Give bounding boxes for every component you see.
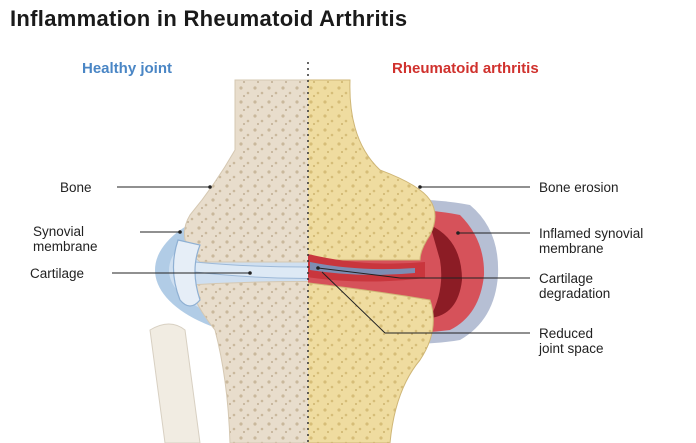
leader-bone-erosion-dot [418, 185, 422, 189]
label-reduced-1: Reduced [539, 326, 593, 341]
label-inflamed-2: membrane [539, 241, 604, 256]
leader-cartilage-dot [248, 271, 252, 275]
tibia-ra [300, 282, 433, 443]
leader-synovial-dot [178, 230, 182, 234]
label-cartilage: Cartilage [30, 266, 84, 281]
label-cartilage-deg-2: degradation [539, 286, 610, 301]
leader-cartilage-deg-dot [316, 266, 320, 270]
label-synovial-1: Synovial [33, 224, 84, 239]
leader-bone-dot [208, 185, 212, 189]
label-bone-erosion: Bone erosion [539, 180, 619, 195]
label-bone: Bone [60, 180, 92, 195]
ra-half [300, 80, 498, 443]
label-inflamed-1: Inflamed synovial [539, 226, 643, 241]
leader-inflamed-dot [456, 231, 460, 235]
femur-ra [300, 80, 435, 260]
label-cartilage-deg-1: Cartilage [539, 271, 593, 286]
label-reduced-2: joint space [539, 341, 604, 356]
fibula [150, 324, 200, 443]
label-synovial-2: membrane [33, 239, 98, 254]
